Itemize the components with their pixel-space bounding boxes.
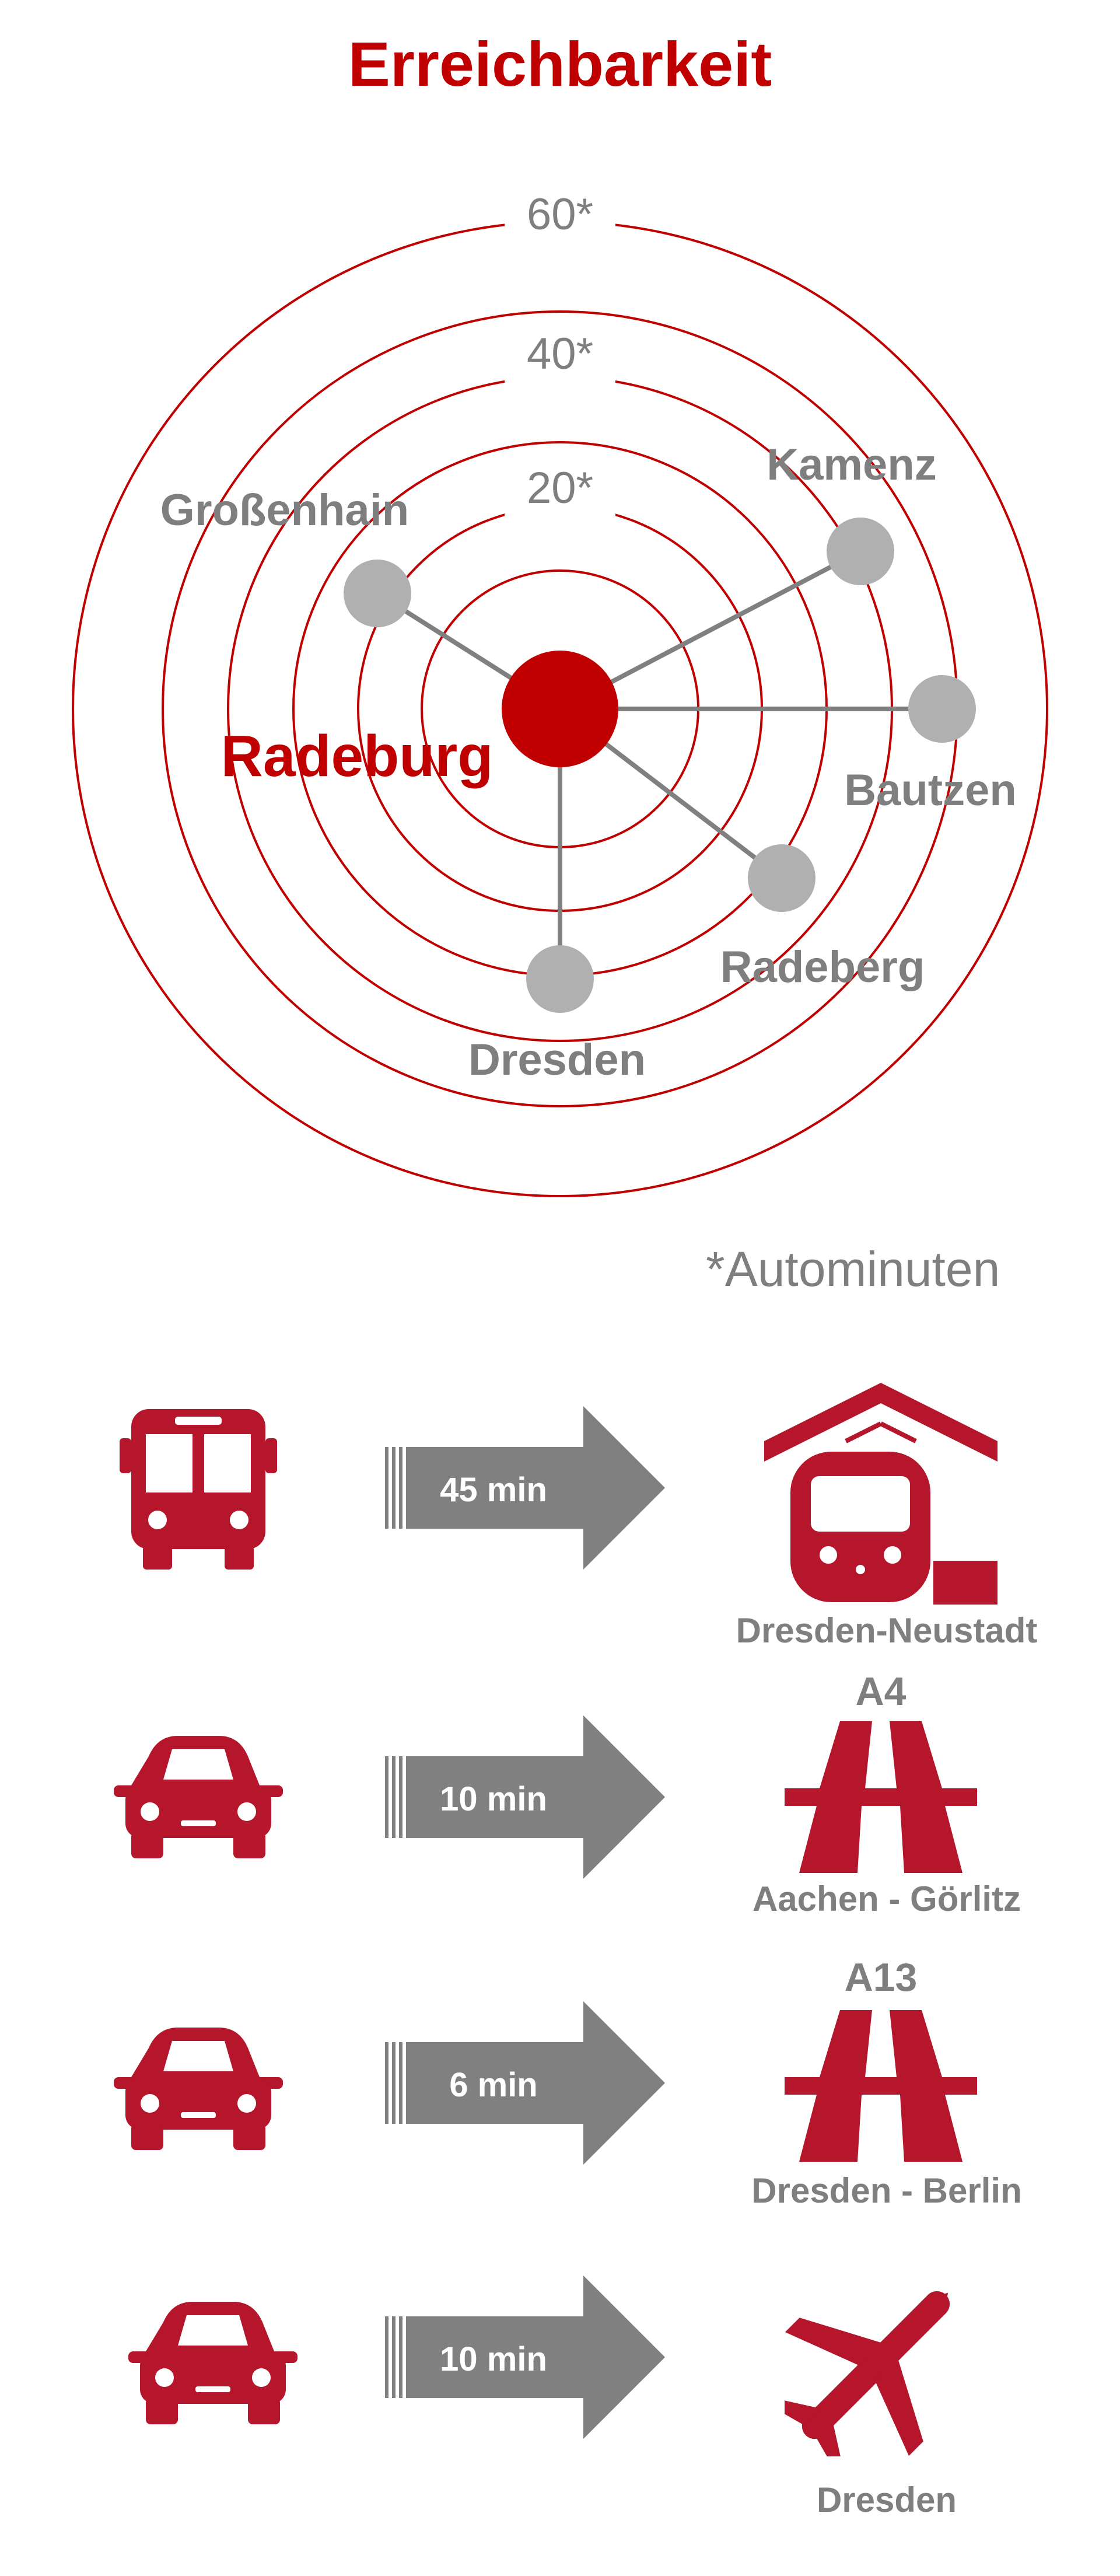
car-icon [114,1736,283,1858]
duration-label: 10 min [440,1780,547,1818]
connection-row: 6 min A13 Dresden - Berlin [0,1955,1120,2276]
node-kamenz [827,518,894,585]
target-label: Dresden [816,2480,957,2519]
destination-label-grossenhain: Großenhain [160,485,409,535]
duration-arrow [385,1406,665,1570]
destination-label-bautzen: Bautzen [844,766,1017,815]
duration-arrow [385,2276,665,2439]
node-radeberg [748,844,816,912]
ring-label-40: 40* [527,329,593,379]
duration-arrow [385,2001,665,2165]
footnote: *Autominuten [706,1242,1000,1296]
target-label: Dresden - Berlin [751,2171,1022,2210]
duration-label: 10 min [440,2340,547,2378]
duration-arrow [385,1715,665,1879]
node-grossenhain [344,560,411,627]
car-icon [128,2302,298,2424]
node-dresden [526,945,594,1013]
ring-label-20: 20* [527,463,593,513]
node-radeburg-center [502,651,618,767]
highway-icon [785,1721,977,1873]
ring-label-60: 60* [527,190,593,239]
destination-label-dresden: Dresden [468,1035,646,1085]
highway-number: A13 [844,1955,918,2000]
ring-label-gap [505,461,615,519]
connection-row: 10 min Dresden [0,2264,1120,2567]
duration-label: 45 min [440,1471,547,1509]
center-label: Radeburg [221,723,494,789]
highway-icon [785,2010,977,2162]
connection-row: 10 min A4 Aachen - Görlitz [0,1669,1120,1984]
connection-row: 45 min Dresden-Neustadt [0,1383,1120,1686]
node-bautzen [908,675,976,743]
duration-label: 6 min [449,2066,538,2104]
reachability-diagram: 20* 40* 60* Großenhain Kamenz Bautzen Ra… [72,187,1048,1197]
target-label: Dresden-Neustadt [736,1611,1038,1650]
bus-icon [120,1409,277,1570]
airplane-icon [785,2291,950,2456]
train-station-icon [764,1383,998,1605]
destination-label-radeberg: Radeberg [720,942,925,992]
ring-label-gap [505,327,615,385]
car-icon [114,2028,283,2150]
destination-label-kamenz: Kamenz [766,440,936,490]
page-title: Erreichbarkeit [348,29,772,99]
highway-number: A4 [855,1669,907,1714]
target-label: Aachen - Görlitz [752,1879,1021,1918]
ring-label-gap [505,187,615,245]
